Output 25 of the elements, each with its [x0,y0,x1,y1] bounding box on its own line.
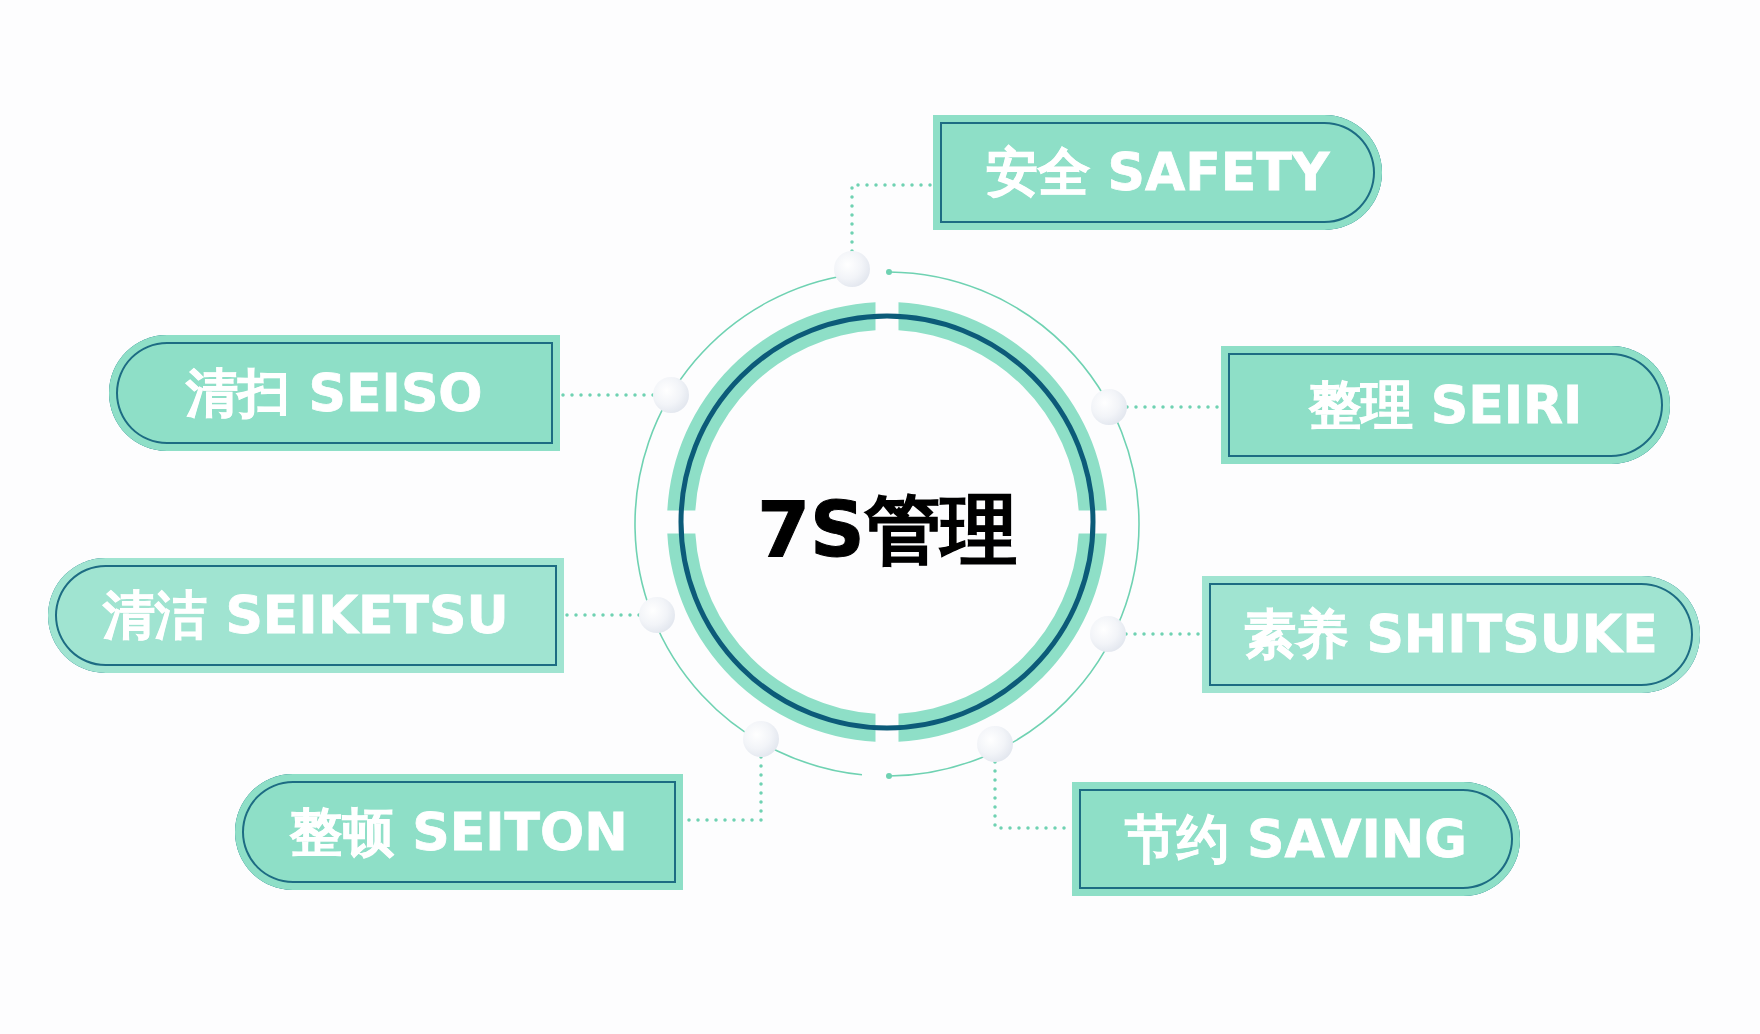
term-label: 安全 SAFETY [985,141,1330,204]
connector-dot [743,721,779,757]
hub-title: 7S管理 [757,484,1017,576]
connector-dot [639,597,675,633]
term-box [235,774,683,890]
term-label: 清扫 SEISO [186,361,483,425]
connector-dot [977,726,1013,762]
term-box [1072,782,1520,896]
term-label: 清洁 SEIKETSU [103,584,509,647]
connector-dot [653,377,689,413]
term-box [933,115,1382,230]
dotted-connector [850,183,935,253]
term-label: 素养 SHITSUKE [1244,603,1658,666]
term-label: 节约 SAVING [1124,807,1468,871]
term-box [109,335,560,451]
term-label: 整理 SEIRI [1308,373,1583,437]
connector-dot [834,251,870,287]
term-label: 整顿 SEITON [290,800,628,864]
connector-dot [1090,616,1126,652]
dotted-connector [562,613,641,617]
term-box [1221,346,1670,464]
term-box [1202,576,1700,693]
term-box [48,558,564,673]
dotted-connector [558,393,655,397]
connector-dot [1091,389,1127,425]
